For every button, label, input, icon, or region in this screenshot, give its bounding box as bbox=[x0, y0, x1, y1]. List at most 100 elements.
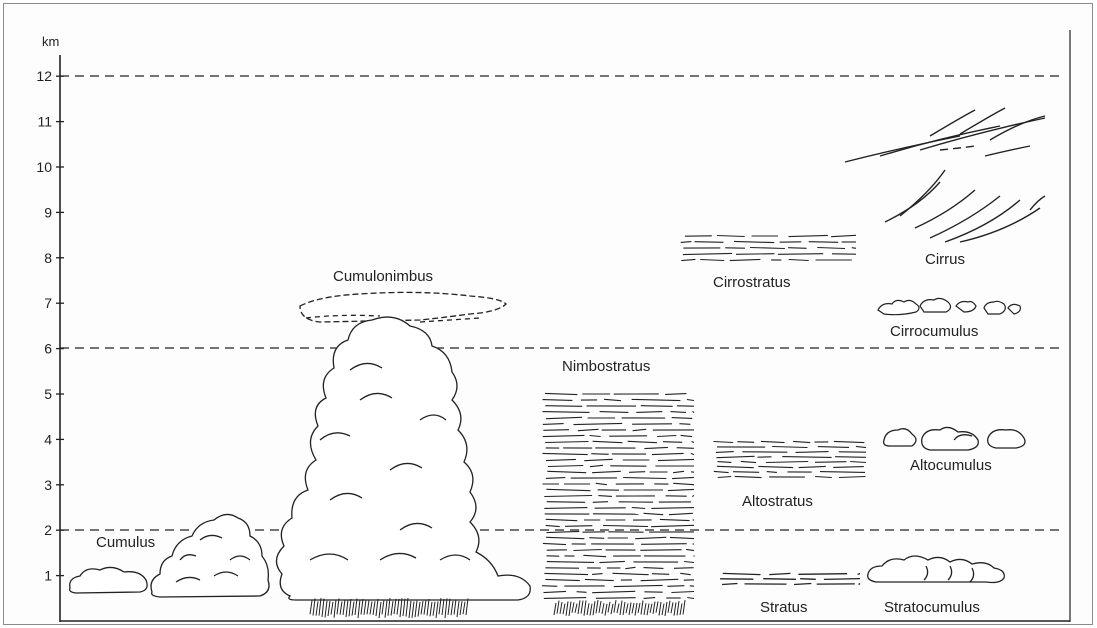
precipitation-streak bbox=[423, 600, 427, 615]
nimbostratus-stroke bbox=[542, 399, 573, 401]
altostratus-stroke bbox=[716, 465, 754, 469]
precipitation-streak bbox=[432, 601, 436, 616]
nimbostratus-stroke bbox=[589, 537, 605, 539]
precipitation-streak bbox=[378, 601, 382, 618]
precipitation-streak bbox=[357, 599, 361, 618]
cirrostratus-stroke bbox=[735, 253, 775, 255]
nimbostratus-stroke bbox=[545, 524, 560, 528]
nimbostratus-stroke bbox=[669, 536, 695, 540]
nimbostratus-stroke bbox=[573, 548, 602, 552]
precipitation-streak bbox=[649, 603, 653, 614]
nimbostratus-stroke bbox=[592, 440, 623, 444]
nimbostratus-stroke bbox=[671, 417, 693, 419]
nimbostratus-stroke bbox=[671, 590, 695, 594]
precipitation-streak bbox=[375, 598, 379, 617]
nimbostratus-stroke bbox=[542, 411, 590, 413]
nimbostratus-stroke bbox=[589, 464, 603, 468]
precipitation-streak bbox=[354, 598, 358, 616]
nimbostratus-stroke bbox=[641, 543, 687, 545]
nimbostratus-stroke bbox=[544, 494, 593, 498]
precipitation-streak bbox=[447, 598, 451, 615]
precipitation-streak bbox=[604, 603, 608, 616]
stratus-stroke bbox=[823, 577, 861, 581]
precipitation-streak bbox=[646, 603, 650, 616]
label-cumulus: Cumulus bbox=[96, 534, 155, 551]
stratus-stroke bbox=[722, 572, 761, 576]
altostratus-stroke bbox=[758, 465, 794, 469]
precipitation-streak bbox=[553, 602, 557, 616]
precipitation-streak bbox=[625, 603, 629, 614]
precipitation-streak bbox=[616, 603, 620, 614]
nimbostratus-stroke bbox=[690, 452, 695, 456]
precipitation-streak bbox=[652, 601, 656, 614]
nimbostratus-stroke bbox=[651, 573, 670, 575]
precipitation-streak bbox=[622, 601, 626, 615]
nimbostratus-stroke bbox=[651, 524, 695, 528]
precipitation-streak bbox=[631, 603, 635, 614]
altostratus-stroke bbox=[814, 461, 847, 463]
precipitation-streak bbox=[601, 603, 605, 614]
precipitation-streak bbox=[411, 601, 415, 618]
nimbostratus-stroke bbox=[598, 495, 612, 497]
altostratus-stroke bbox=[782, 456, 832, 458]
altostratus-stroke bbox=[819, 471, 866, 473]
precipitation-streak bbox=[613, 600, 617, 613]
axis-tick-label: 9 bbox=[44, 204, 52, 220]
altostratus-stroke bbox=[713, 470, 729, 474]
nimbostratus-stroke bbox=[542, 434, 585, 438]
nimbostratus-stroke bbox=[543, 429, 570, 431]
altostratus-stroke bbox=[855, 445, 867, 449]
nimbostratus-stroke bbox=[599, 411, 629, 413]
precipitation-streak bbox=[556, 600, 560, 614]
altostratus-stroke bbox=[760, 440, 785, 444]
axis-tick-label: 8 bbox=[44, 250, 52, 266]
precipitation-streak bbox=[658, 601, 662, 616]
stratus-stroke bbox=[800, 578, 816, 580]
nimbostratus-stroke bbox=[631, 398, 681, 402]
cirrostratus-cloud bbox=[680, 234, 857, 262]
precipitation-streak bbox=[321, 598, 325, 618]
stratus-stroke bbox=[857, 572, 861, 576]
nimbostratus-stroke bbox=[691, 440, 695, 444]
axis-unit-label: km bbox=[42, 34, 59, 49]
nimbostratus-stroke bbox=[595, 482, 607, 486]
label-stratus: Stratus bbox=[760, 599, 808, 616]
nimbostratus-stroke bbox=[680, 572, 691, 576]
stratus-cloud bbox=[720, 572, 861, 586]
axis-tick-label: 4 bbox=[44, 431, 52, 447]
nimbostratus-stroke bbox=[547, 464, 584, 468]
precipitation-streak bbox=[339, 601, 343, 615]
axis-tick-label: 2 bbox=[44, 522, 52, 538]
precipitation-streak bbox=[429, 601, 433, 617]
cumulonimbus-cloud bbox=[275, 291, 531, 601]
nimbostratus-stroke bbox=[543, 597, 587, 599]
precipitation-streak bbox=[366, 600, 370, 615]
precipitation-streak bbox=[351, 601, 355, 616]
nimbostratus-stroke bbox=[591, 453, 609, 455]
precipitation-streak bbox=[417, 601, 421, 617]
cirrostratus-stroke bbox=[788, 234, 828, 238]
label-cirrus: Cirrus bbox=[925, 251, 965, 268]
precipitation-streak bbox=[459, 601, 463, 616]
nimbostratus-stroke bbox=[692, 410, 695, 414]
nimbostratus-stroke bbox=[584, 458, 613, 462]
precipitation-streak bbox=[369, 601, 373, 615]
cirrostratus-stroke bbox=[788, 247, 807, 249]
precipitation-streak bbox=[441, 598, 445, 616]
cirrostratus-stroke bbox=[851, 247, 857, 249]
precipitation-streak bbox=[384, 600, 388, 618]
altostratus-stroke bbox=[835, 456, 867, 458]
precipitation-streak bbox=[595, 599, 599, 614]
nimbostratus-stroke bbox=[684, 560, 695, 564]
precipitation-streak bbox=[673, 602, 677, 616]
nimbostratus-stroke bbox=[544, 392, 578, 396]
nimbostratus-stroke bbox=[612, 572, 649, 576]
nimbostratus-stroke bbox=[592, 470, 621, 474]
cirrostratus-stroke bbox=[831, 234, 857, 238]
altostratus-stroke bbox=[715, 451, 734, 453]
label-nimbostratus: Nimbostratus bbox=[562, 358, 650, 375]
nimbostratus-stroke bbox=[672, 476, 695, 480]
altostratus-stroke bbox=[734, 475, 762, 479]
precipitation-streak bbox=[640, 600, 644, 615]
